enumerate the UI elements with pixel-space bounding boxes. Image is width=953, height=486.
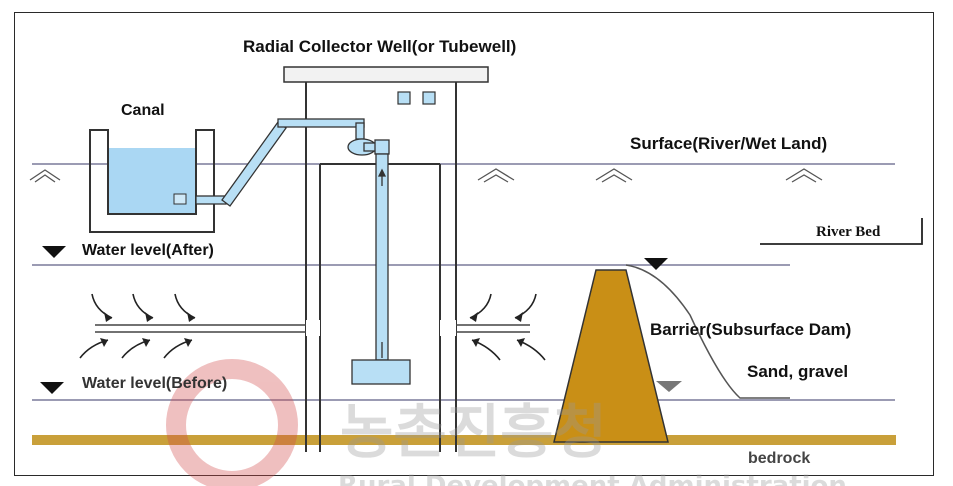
canal-label: Canal — [121, 102, 165, 119]
water-level-after-label: Water level(After) — [82, 242, 214, 259]
bedrock-label: bedrock — [748, 450, 810, 467]
downstream-water-marker — [656, 381, 682, 392]
water-level-before-label: Water level(Before) — [82, 375, 227, 392]
sand-gravel-label: Sand, gravel — [747, 362, 848, 381]
watermark-english: Rural Development Administration — [338, 471, 847, 486]
watermark: 농촌진흥청 Rural Development Administration — [166, 359, 847, 486]
river-bed-label: River Bed — [816, 224, 881, 240]
surface-hatch-marks — [29, 168, 823, 183]
barrier-label: Barrier(Subsurface Dam) — [650, 320, 851, 339]
radial-collectors — [95, 324, 530, 333]
pipe-system — [195, 118, 411, 385]
water-level-after-marker — [42, 246, 66, 258]
water-level-before-marker — [40, 382, 64, 394]
canal — [89, 129, 215, 233]
bedrock-layer — [32, 435, 896, 445]
well-structure — [283, 66, 489, 452]
flow-arrowheads — [100, 312, 525, 347]
watermark-seal — [166, 359, 298, 486]
subsurface-dam — [553, 264, 790, 443]
watermark-korean: 농촌진흥청 — [340, 398, 607, 466]
title-label: Radial Collector Well(or Tubewell) — [243, 37, 516, 56]
river-bed-bracket — [760, 218, 923, 245]
surface-label: Surface(River/Wet Land) — [630, 134, 827, 153]
dam-water-marker — [644, 258, 668, 270]
